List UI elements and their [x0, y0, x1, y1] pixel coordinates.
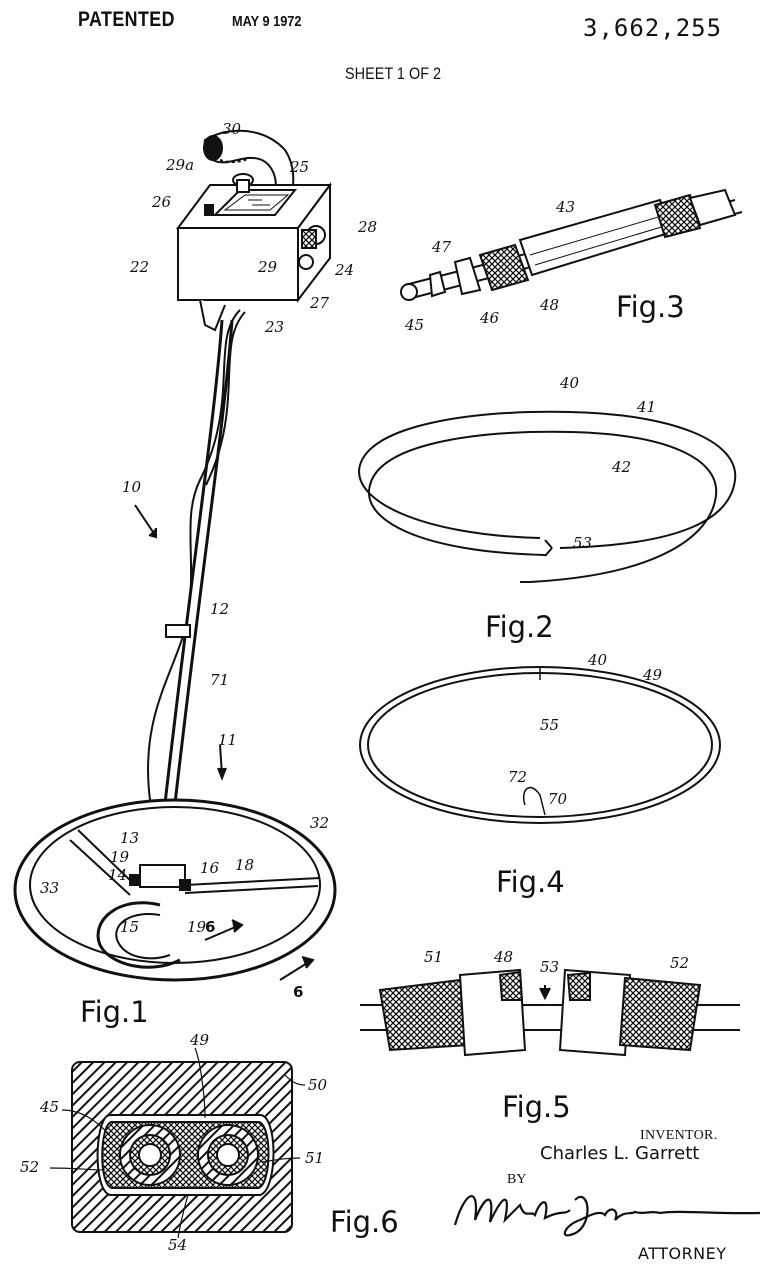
- ref-52: 52: [670, 954, 689, 972]
- ref-29: 29: [257, 258, 278, 276]
- ref-32: 32: [310, 814, 329, 832]
- patent-number: 3,662,255: [583, 14, 723, 42]
- ref-15: 15: [120, 918, 139, 936]
- ref-26: 26: [151, 193, 172, 211]
- fig6-cross-section: [71, 1061, 293, 1233]
- ref-6a: 6: [205, 918, 215, 936]
- fig2-loop: [358, 410, 737, 583]
- ref-6b: 6: [293, 983, 303, 1001]
- ref-48: 48: [539, 296, 559, 314]
- ref-30: 30: [222, 120, 242, 138]
- ref-51: 51: [424, 948, 443, 966]
- ref-14: 14: [108, 866, 127, 884]
- ref-25: 25: [289, 158, 309, 176]
- fig1-detector: [13, 129, 337, 982]
- fig4-label: Fig.4: [496, 865, 565, 899]
- by-label: BY: [507, 1172, 527, 1187]
- ref-28: 28: [357, 218, 377, 236]
- sheet-indicator: SHEET 1 OF 2: [345, 64, 442, 83]
- ref-43: 43: [555, 198, 575, 216]
- leader-lines: [49, 1047, 306, 1239]
- ref-19: 19: [110, 848, 130, 866]
- fig5-splice: [360, 968, 740, 1057]
- fig1-label: Fig.1: [80, 995, 149, 1029]
- ref-10: 10: [122, 478, 142, 496]
- ref-19b: 19: [187, 918, 207, 936]
- ref-45: 45: [404, 316, 424, 334]
- patent-date: MAY 9 1972: [232, 13, 302, 30]
- ref-55: 55: [540, 716, 559, 734]
- ref-47: 47: [431, 238, 452, 256]
- ref-40b: 40: [587, 651, 608, 669]
- ref-49b: 49: [189, 1031, 210, 1049]
- ref-33: 33: [40, 879, 59, 897]
- ref-53b: 53: [540, 958, 559, 976]
- ref-41: 41: [636, 398, 656, 416]
- ref-52b: 52: [20, 1158, 39, 1176]
- ref-49: 49: [642, 666, 663, 684]
- reference-numerals: 30 29a 25 26 28 22 29 24 27 23 10 12 71 …: [20, 120, 689, 1254]
- ref-53: 53: [573, 534, 592, 552]
- ref-40: 40: [559, 374, 580, 392]
- ref-54: 54: [168, 1236, 187, 1254]
- ref-12: 12: [210, 600, 229, 618]
- ref-51b: 51: [305, 1149, 324, 1167]
- fig3-label: Fig.3: [616, 290, 685, 324]
- ref-42: 42: [611, 458, 631, 476]
- ref-46: 46: [479, 309, 500, 327]
- inventor-label: INVENTOR.: [640, 1128, 718, 1143]
- fig6-label: Fig.6: [330, 1205, 399, 1239]
- ref-16: 16: [200, 859, 220, 877]
- ref-18: 18: [235, 856, 254, 874]
- ref-45b: 45: [39, 1098, 59, 1116]
- attorney-signature: [453, 1195, 761, 1237]
- ref-24: 24: [334, 261, 354, 279]
- fig4-loop: [359, 666, 721, 824]
- ref-11: 11: [218, 731, 237, 749]
- ref-71: 71: [210, 671, 229, 689]
- ref-48b: 48: [493, 948, 513, 966]
- ref-72: 72: [508, 768, 527, 786]
- fig3-cable: [400, 188, 743, 301]
- ref-70: 70: [548, 790, 568, 808]
- ref-13: 13: [120, 829, 139, 847]
- ref-50: 50: [308, 1076, 328, 1094]
- ref-22: 22: [129, 258, 149, 276]
- inventor-name: Charles L. Garrett: [540, 1143, 700, 1164]
- ref-29a: 29a: [165, 156, 194, 174]
- patented-label: PATENTED: [78, 8, 175, 31]
- fig5-label: Fig.5: [502, 1090, 571, 1124]
- fig2-label: Fig.2: [485, 610, 554, 644]
- ref-27: 27: [309, 294, 330, 312]
- ref-23: 23: [264, 318, 284, 336]
- attorney-label: ATTORNEY: [638, 1244, 727, 1263]
